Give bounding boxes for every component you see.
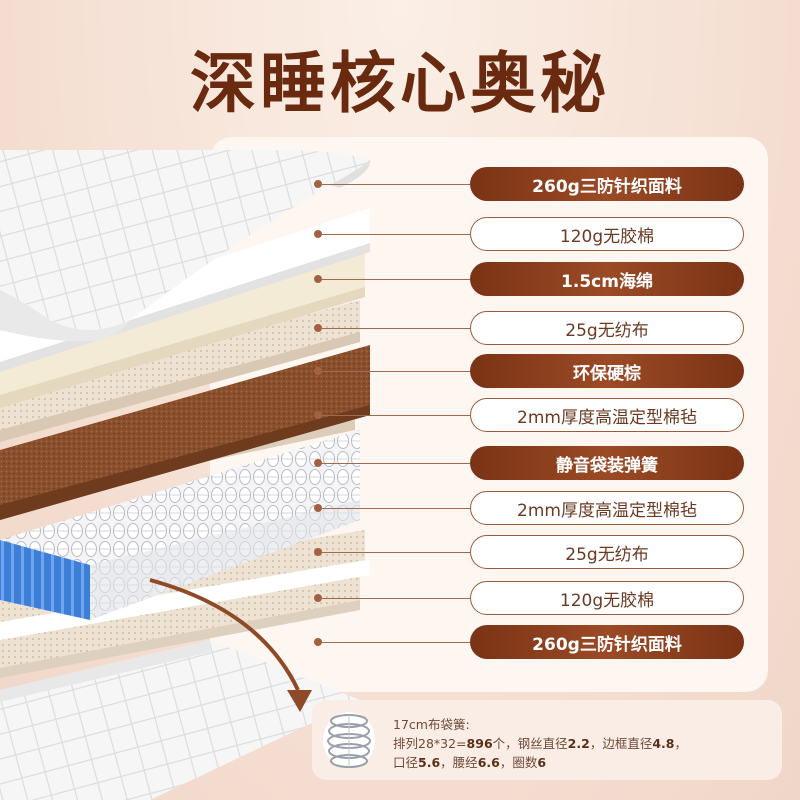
layer-marker-dot bbox=[314, 275, 322, 283]
layer-marker-dot bbox=[314, 411, 322, 419]
layer-marker-dot bbox=[314, 638, 322, 646]
layer-leader-line bbox=[322, 463, 470, 464]
layer-coir bbox=[0, 345, 370, 520]
spring-turns-label: ，圈数 bbox=[499, 755, 538, 770]
layer-leader-line bbox=[322, 415, 470, 416]
spring-coil-icon bbox=[323, 712, 375, 768]
layer-label-5: 环保硬棕 bbox=[470, 354, 744, 388]
layer-marker-dot bbox=[314, 504, 322, 512]
spring-info-heading: 17cm布袋簧: bbox=[393, 717, 470, 732]
spring-info-box bbox=[312, 700, 782, 780]
spring-count-value: 896 bbox=[466, 736, 493, 751]
layer-label-2: 120g无胶棉 bbox=[470, 217, 744, 251]
layer-marker-dot bbox=[314, 459, 322, 467]
layer-label-4: 25g无纺布 bbox=[470, 311, 744, 345]
mattress-layers-illustration bbox=[0, 150, 371, 800]
spring-mouth-label: 口径 bbox=[393, 755, 419, 770]
spring-info-line1: 17cm布袋簧: bbox=[393, 714, 470, 733]
arrow-icon bbox=[149, 578, 312, 712]
spring-waist-value: 6.6 bbox=[477, 755, 500, 770]
layer-label-11: 260g三防针织面料 bbox=[470, 625, 744, 659]
layer-label-7: 静音袋装弹簧 bbox=[470, 446, 744, 480]
layer-label-9: 25g无纺布 bbox=[470, 535, 744, 569]
layer-label-6: 2mm厚度高温定型棉毡 bbox=[470, 398, 744, 432]
layer-leader-line bbox=[322, 279, 470, 280]
layer-leader-line bbox=[322, 598, 470, 599]
layer-label-3: 1.5cm海绵 bbox=[470, 262, 744, 296]
layer-marker-dot bbox=[314, 548, 322, 556]
layer-top-fabric bbox=[0, 150, 371, 342]
spring-mouth-value: 5.6 bbox=[418, 755, 441, 770]
spring-wire-label: 个，钢丝直径 bbox=[492, 736, 568, 751]
layer-leader-line bbox=[322, 328, 470, 329]
layer-bottom-fabric bbox=[0, 640, 360, 800]
spring-turns-value: 6 bbox=[537, 755, 547, 770]
spring-line2-end: ， bbox=[674, 736, 687, 751]
layer-marker-dot bbox=[314, 594, 322, 602]
layer-leader-line bbox=[322, 552, 470, 553]
spring-arrangement-label: 排列28*32= bbox=[393, 736, 467, 751]
spring-waist-label: ，腰经 bbox=[440, 755, 478, 770]
layer-marker-dot bbox=[314, 324, 322, 332]
layer-leader-line bbox=[322, 371, 470, 372]
layer-marker-dot bbox=[314, 230, 322, 238]
layer-leader-line bbox=[322, 234, 470, 235]
layer-label-8: 2mm厚度高温定型棉毡 bbox=[470, 491, 744, 525]
page-title: 深睡核心奥秘 bbox=[190, 45, 610, 122]
spring-frame-label: ，边框直径 bbox=[589, 736, 653, 751]
spring-frame-value: 4.8 bbox=[652, 736, 675, 751]
spring-wire-value: 2.2 bbox=[567, 736, 590, 751]
spring-info-line3: 口径5.6，腰经6.6，圈数6 bbox=[393, 752, 546, 771]
layer-leader-line bbox=[322, 642, 470, 643]
layer-marker-dot bbox=[314, 180, 322, 188]
layer-marker-dot bbox=[314, 367, 322, 375]
layer-foam bbox=[0, 250, 365, 408]
layer-label-10: 120g无胶棉 bbox=[470, 581, 744, 615]
layer-leader-line bbox=[322, 184, 470, 185]
layer-springs bbox=[0, 430, 360, 620]
layer-label-1: 260g三防针织面料 bbox=[470, 167, 744, 201]
spring-info-line2: 排列28*32=896个，钢丝直径2.2，边框直径4.8， bbox=[393, 733, 687, 752]
layer-leader-line bbox=[322, 508, 470, 509]
